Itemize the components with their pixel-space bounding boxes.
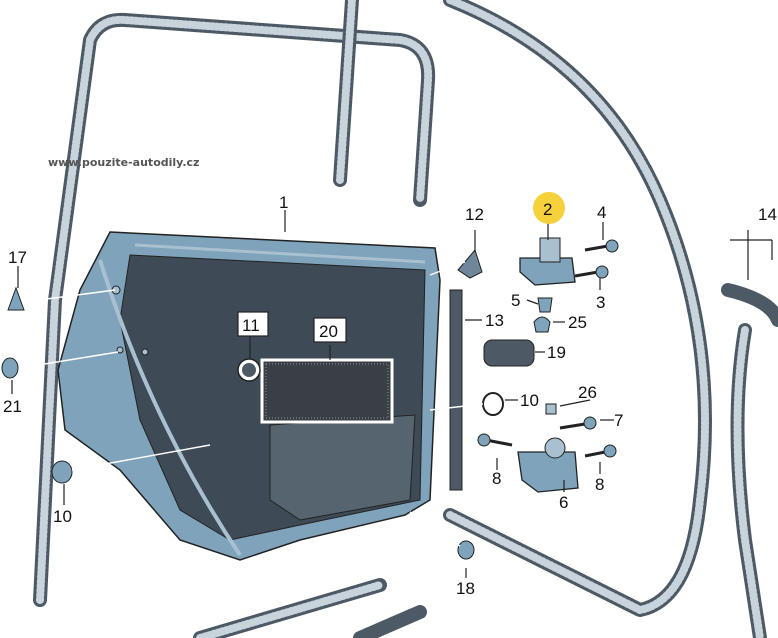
label-4: 4	[597, 203, 606, 222]
label-25: 25	[568, 313, 587, 332]
part-25-cap	[533, 316, 551, 333]
bottom-seal	[193, 578, 427, 638]
window-frame-seal	[33, 12, 436, 607]
label-19: 19	[547, 343, 566, 362]
label-8-right: 8	[595, 475, 604, 494]
part-26-nut	[545, 403, 557, 415]
bolt-4-head	[605, 239, 619, 253]
part-10-plug-left	[51, 460, 73, 484]
bolt-7-head	[583, 416, 597, 430]
label-20: 20	[319, 322, 338, 341]
bolt-3-head	[595, 265, 609, 279]
label-5: 5	[511, 291, 520, 310]
bolt-7	[559, 422, 586, 430]
label-17: 17	[8, 248, 27, 267]
bolt-8-right	[584, 450, 606, 458]
grommet-11	[237, 358, 261, 382]
leader-lines	[11, 210, 773, 578]
bolt-4	[584, 244, 609, 252]
highlight-badge	[533, 192, 565, 224]
sound-absorber	[260, 358, 394, 424]
label-10-left: 10	[53, 507, 72, 526]
seal-part-14	[721, 283, 778, 638]
watermark: www.pouzite-autodily.cz	[48, 156, 199, 169]
label-6: 6	[559, 493, 568, 512]
label-13: 13	[485, 311, 504, 330]
callout-box-11	[237, 311, 269, 337]
label-1: 1	[279, 193, 288, 212]
part-12-wedge	[457, 248, 483, 279]
part-19-bellows	[483, 339, 535, 367]
window-guide-strip	[333, 0, 359, 187]
label-14: 14	[758, 205, 777, 224]
door-panel	[57, 231, 441, 561]
label-18: 18	[456, 579, 475, 598]
bolt-3	[574, 270, 599, 278]
part-21-plug	[1, 357, 19, 379]
part-5-buffer	[537, 297, 553, 313]
label-26: 26	[578, 383, 597, 402]
part-13-strip	[449, 289, 463, 491]
bolt-8-right-head	[603, 444, 617, 458]
upper-hinge	[519, 237, 576, 286]
label-7: 7	[614, 411, 623, 430]
label-21: 21	[3, 397, 22, 416]
label-12: 12	[465, 205, 484, 224]
label-3: 3	[596, 293, 605, 312]
label-10-right: 10	[520, 391, 539, 410]
part-17-clip	[7, 286, 25, 311]
bolt-8-left-head	[477, 433, 491, 447]
body-opening-seal	[443, 0, 712, 617]
part-10-grommet-right	[482, 392, 504, 416]
lower-hinge	[517, 437, 579, 493]
callout-box-20	[313, 317, 347, 343]
label-8-left: 8	[492, 469, 501, 488]
label-11: 11	[242, 316, 260, 335]
part-18-plug	[457, 540, 475, 560]
label-2: 2	[543, 200, 552, 219]
